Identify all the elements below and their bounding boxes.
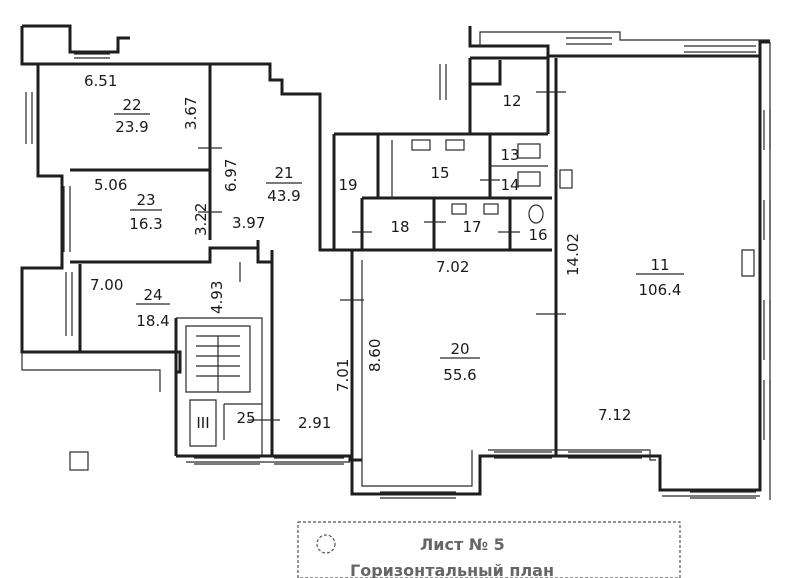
door-marks <box>198 91 566 421</box>
room-20-area: 55.6 <box>443 366 476 384</box>
room-23-number: 23 <box>136 191 155 209</box>
dim-3-97: 3.97 <box>232 214 265 232</box>
room-III-number: III <box>196 414 209 432</box>
room-21-number: 21 <box>274 164 293 182</box>
room-14-number: 14 <box>500 176 519 194</box>
room-21-area: 43.9 <box>267 187 300 205</box>
sanitary-fixtures <box>411 139 573 224</box>
dim-7-02: 7.02 <box>436 258 469 276</box>
room-13-number: 13 <box>500 146 519 164</box>
stamp: Лист № 5 Горизонтальный план <box>297 521 681 578</box>
stamp-line-2: Горизонтальный план <box>350 561 554 578</box>
dim-14-02: 14.02 <box>564 233 582 276</box>
room-24-area: 18.4 <box>136 312 169 330</box>
room-11-area: 106.4 <box>639 281 682 299</box>
dim-7-12: 7.12 <box>598 406 631 424</box>
room-15-number: 15 <box>430 164 449 182</box>
room-19-number: 19 <box>338 176 357 194</box>
room-18-number: 18 <box>390 218 409 236</box>
dim-7-00: 7.00 <box>90 276 123 294</box>
room-17-number: 17 <box>462 218 481 236</box>
dim-6-97: 6.97 <box>222 159 240 192</box>
room-22-number: 22 <box>122 96 141 114</box>
dim-4-93: 4.93 <box>208 281 226 314</box>
windows <box>25 37 771 499</box>
room-22-area: 23.9 <box>115 118 148 136</box>
dimension-labels: 6.51 3.67 6.97 5.06 3.22 3.97 7.00 4.93 … <box>84 72 631 432</box>
dim-7-01: 7.01 <box>334 359 352 392</box>
dim-3-67: 3.67 <box>182 97 200 130</box>
room-23-area: 16.3 <box>129 215 162 233</box>
dim-3-22: 3.22 <box>192 203 210 236</box>
room-20-number: 20 <box>450 340 469 358</box>
dim-6-51: 6.51 <box>84 72 117 90</box>
room-labels: 22 23.9 23 16.3 24 18.4 21 43.9 25 III 1… <box>114 92 684 432</box>
room-16-number: 16 <box>528 226 547 244</box>
room-11-number: 11 <box>650 256 669 274</box>
column-marker <box>69 451 89 471</box>
dim-5-06: 5.06 <box>94 176 127 194</box>
stamp-line-1: Лист № 5 <box>420 535 505 554</box>
room-24-number: 24 <box>143 286 162 304</box>
dim-2-91: 2.91 <box>298 414 331 432</box>
room-25-number: 25 <box>236 409 255 427</box>
dim-8-60: 8.60 <box>366 339 384 372</box>
room-12-number: 12 <box>502 92 521 110</box>
